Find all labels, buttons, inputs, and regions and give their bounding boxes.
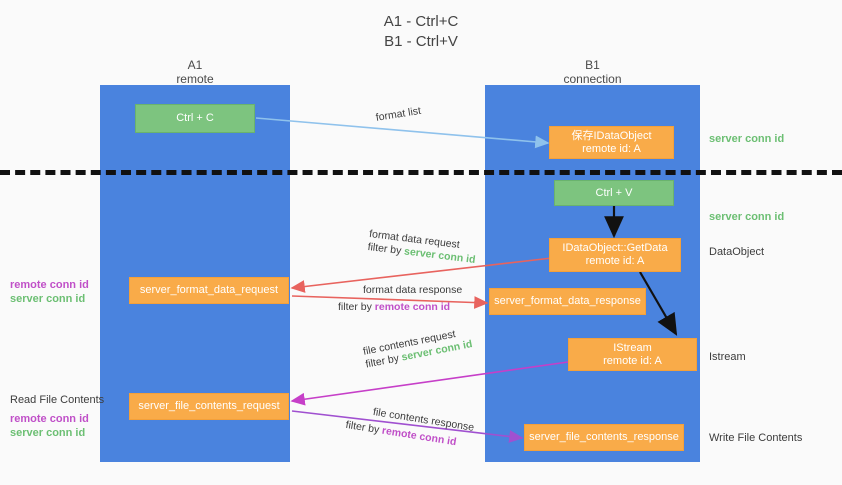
- box-server-format-data-response[interactable]: server_format_data_response: [489, 288, 646, 315]
- lane-b1-subtitle: connection: [563, 72, 622, 86]
- edge-label-file-contents-response: file contents response filter by remote …: [345, 406, 475, 452]
- box-server-file-contents-request[interactable]: server_file_contents_request: [129, 393, 289, 420]
- box-istream-line1: IStream: [613, 341, 652, 354]
- edge-label-file-contents-request: file contents request filter by server c…: [362, 325, 474, 371]
- lane-header-a1: A1 remote: [100, 58, 290, 86]
- box-server-format-data-request[interactable]: server_format_data_request: [129, 277, 289, 304]
- box-istream[interactable]: IStream remote id: A: [568, 338, 697, 371]
- box-server-file-contents-request-label: server_file_contents_request: [138, 400, 280, 412]
- annotation-server-conn-id-1: server conn id: [10, 293, 86, 305]
- box-server-format-data-request-label: server_format_data_request: [139, 284, 279, 296]
- title-line-2: B1 - Ctrl+V: [384, 33, 458, 50]
- annotation-server-conn-id-top: server conn id: [709, 133, 785, 145]
- lane-b1-name: B1: [585, 58, 600, 72]
- annotation-dataobject: DataObject: [709, 246, 765, 258]
- edge-label-format-list: format list: [375, 105, 422, 125]
- annotation-istream: Istream: [709, 351, 746, 363]
- edge-label-format-data-response: format data response filter by remote co…: [338, 284, 463, 314]
- diagram-title: A1 - Ctrl+C B1 - Ctrl+V: [0, 12, 842, 52]
- annotation-server-conn-id-2: server conn id: [10, 427, 86, 439]
- box-save-idataobject[interactable]: 保存IDataObject remote id: A: [549, 126, 674, 159]
- box-getdata-line1: IDataObject::GetData: [562, 242, 668, 254]
- title-line-1: A1 - Ctrl+C: [383, 13, 459, 30]
- annotation-remote-conn-id-2: remote conn id: [10, 413, 89, 425]
- box-istream-line2: remote id: A: [603, 354, 662, 367]
- box-ctrl-v[interactable]: Ctrl + V: [554, 180, 674, 206]
- lane-a1-name: A1: [187, 58, 203, 72]
- phase-divider: [0, 170, 842, 175]
- edge-label-format-data-response-text: format data response: [363, 284, 463, 296]
- box-save-idataobject-line2: remote id: A: [582, 142, 641, 155]
- box-ctrl-c-label: Ctrl + C: [176, 112, 214, 124]
- lane-a1-subtitle: remote: [176, 72, 214, 86]
- box-server-format-data-response-label: server_format_data_response: [494, 295, 641, 307]
- box-getdata-line2: remote id: A: [585, 255, 645, 267]
- edge-label-format-data-request: format data request filter by server con…: [367, 228, 478, 267]
- filter-prefix: filter by: [338, 301, 375, 313]
- annotation-write-file-contents: Write File Contents: [709, 432, 803, 444]
- annotation-read-file-contents: Read File Contents: [10, 394, 105, 406]
- edge-label-format-data-response-filter: filter by remote conn id: [338, 301, 462, 314]
- annotation-conn-ids-lower: remote conn id server conn id: [10, 412, 89, 440]
- annotation-server-conn-id-mid: server conn id: [709, 211, 785, 223]
- filter-prefix: filter by: [344, 418, 383, 437]
- box-ctrl-v-label: Ctrl + V: [595, 186, 633, 199]
- box-idataobject-getdata[interactable]: IDataObject::GetData remote id: A: [549, 238, 681, 272]
- annotation-remote-conn-id-1: remote conn id: [10, 279, 89, 291]
- box-server-file-contents-response[interactable]: server_file_contents_response: [524, 424, 684, 451]
- lane-header-b1: B1 connection: [485, 58, 700, 86]
- annotation-conn-ids-upper: remote conn id server conn id: [10, 278, 89, 306]
- box-ctrl-c[interactable]: Ctrl + C: [135, 104, 255, 133]
- box-save-idataobject-line1: 保存IDataObject: [571, 129, 652, 142]
- filter-key-remote-conn-id: remote conn id: [374, 301, 451, 313]
- edge-label-format-list-text: format list: [375, 104, 422, 124]
- box-server-file-contents-response-label: server_file_contents_response: [529, 431, 679, 443]
